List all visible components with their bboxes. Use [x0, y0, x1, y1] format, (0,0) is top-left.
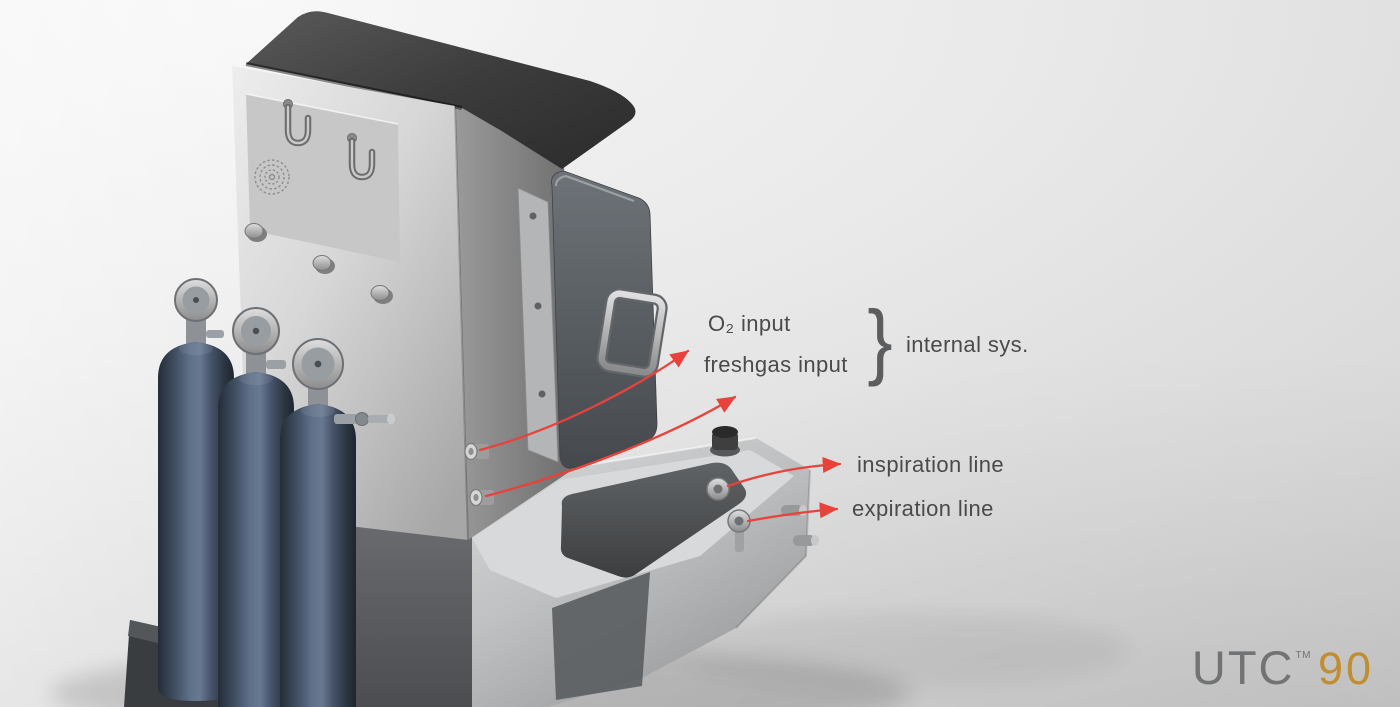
- hinge-strip: [517, 187, 559, 463]
- hinge-screws: [529, 212, 546, 398]
- valve-fitting: [266, 360, 286, 369]
- panel-corner-seam: [454, 105, 469, 541]
- label-internal-sys: internal sys.: [906, 332, 1029, 357]
- cylinder-valve: [186, 316, 206, 346]
- gas-cylinder-2: [218, 307, 294, 707]
- valve-fitting: [206, 330, 224, 338]
- annotation-arrows: [478, 349, 842, 523]
- label-freshgas-input: freshgas input: [704, 352, 848, 377]
- floor-shadow-right: [670, 612, 1130, 688]
- arrow-freshgas-input: [484, 395, 737, 498]
- arrow-o2-input: [478, 349, 690, 452]
- speaker-grille: [254, 159, 290, 195]
- pressure-gauge-3: [292, 338, 344, 390]
- freshgas-input-port: [469, 488, 494, 507]
- cart-underside: [552, 572, 650, 700]
- side-nozzle-2: [793, 535, 819, 546]
- pressure-gauge-1: [174, 278, 218, 322]
- arrow-expiration: [746, 502, 839, 523]
- top-cover: [246, 11, 636, 170]
- top-knob: [710, 426, 740, 457]
- gas-cylinder-1: [158, 278, 234, 701]
- brace-glyph: }: [867, 293, 893, 387]
- label-inspiration-line: inspiration line: [857, 452, 1005, 477]
- brand-lockup: UTC TM 90: [1192, 644, 1374, 691]
- label-expiration-line: expiration line: [852, 496, 994, 521]
- door-assembly: [517, 170, 668, 469]
- door-top-sheen: [555, 174, 635, 202]
- label-o2-input: O₂ input: [708, 311, 791, 336]
- panel-plate-highlight: [245, 93, 399, 125]
- gas-cylinder-3: [280, 338, 395, 707]
- top-cover-lip: [245, 62, 463, 110]
- brand-tm: TM: [1295, 650, 1311, 661]
- door-handle: [596, 288, 668, 378]
- inspiration-port: [706, 477, 730, 501]
- o2-input-port: [464, 442, 489, 461]
- arrow-inspiration: [726, 456, 842, 488]
- panel-knobs: [244, 223, 393, 304]
- instrument-tray: [560, 462, 747, 578]
- hanger-hook-2: [347, 133, 376, 181]
- brand-model: 90: [1317, 643, 1374, 694]
- hose-fitting: [334, 412, 395, 426]
- panel-plate: [246, 94, 400, 262]
- hanger-hook-1: [283, 99, 312, 147]
- expiration-port: [727, 509, 751, 552]
- box-side: [455, 104, 572, 540]
- pressure-gauge-2: [232, 307, 280, 355]
- brand-name: UTC: [1191, 641, 1295, 694]
